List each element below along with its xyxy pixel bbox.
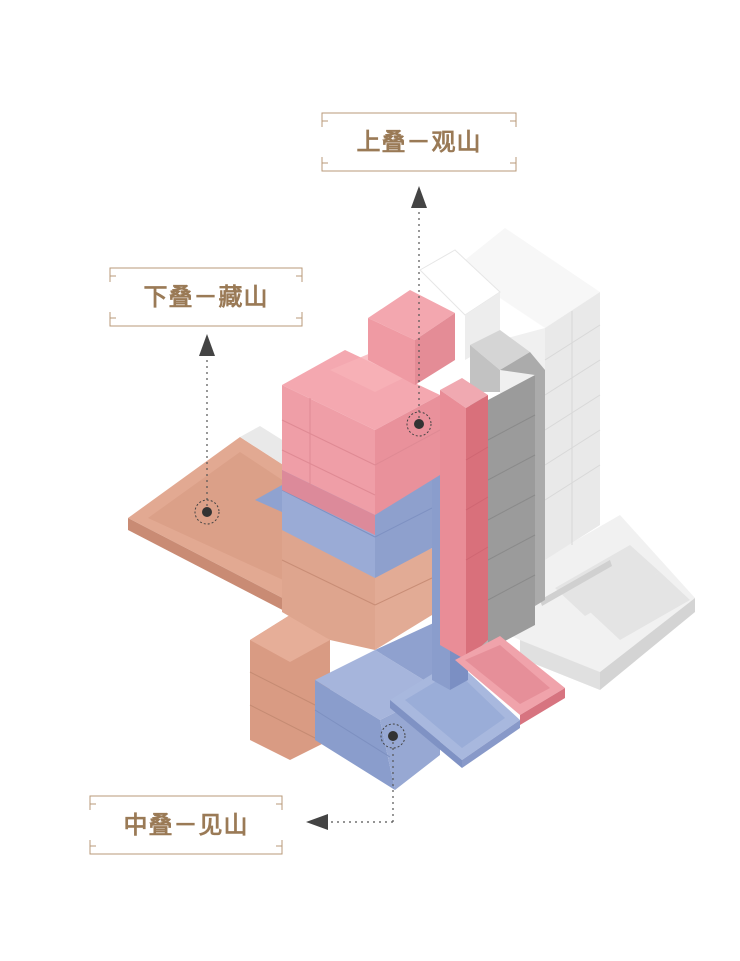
- arrow-up-icon: [411, 186, 427, 208]
- pink-top-cube: [368, 290, 455, 385]
- label-middle-layer: 中叠－见山: [84, 794, 288, 856]
- salmon-middle-block: [281, 525, 433, 650]
- label-upper-text: 上叠－观山: [356, 127, 482, 156]
- salmon-tray: [128, 426, 330, 632]
- marker-top: [406, 411, 432, 437]
- label-lower-layer: 下叠－藏山: [104, 266, 308, 328]
- arrow-up-icon: [199, 334, 215, 356]
- leader-lines: [206, 208, 420, 823]
- blue-tray: [390, 660, 520, 768]
- label-lower-text: 下叠－藏山: [143, 282, 269, 311]
- marker-left: [194, 499, 220, 525]
- label-frame: [109, 267, 303, 327]
- pink-tray: [455, 636, 565, 725]
- label-frame: [321, 112, 517, 172]
- arrow-left-icon: [306, 814, 328, 830]
- salmon-lower-block: [249, 615, 330, 760]
- marker-bottom: [380, 723, 406, 749]
- label-frame: [89, 795, 283, 855]
- label-upper-layer: 上叠－观山: [316, 111, 522, 173]
- label-middle-text: 中叠－见山: [123, 810, 249, 839]
- pink-column: [440, 378, 489, 660]
